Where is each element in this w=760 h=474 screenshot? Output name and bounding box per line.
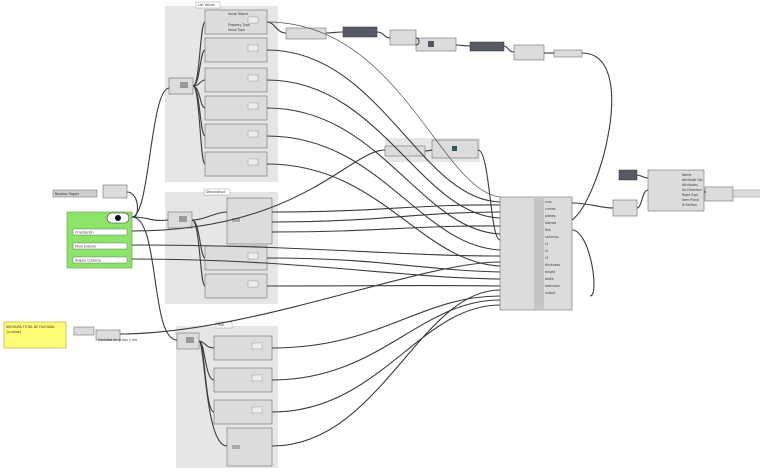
chain-node-2[interactable] [342, 26, 378, 38]
svg-text:columns: columns [545, 235, 559, 239]
input-muro-label: Muro Exterior [75, 245, 97, 249]
wires [119, 21, 707, 447]
svg-text:Value Object: Value Object [228, 12, 249, 16]
mid-node-2[interactable] [431, 139, 479, 159]
group-top-label: List Values [198, 3, 215, 7]
svg-text:thickness: thickness [545, 263, 560, 267]
vo-10[interactable] [213, 367, 273, 393]
svg-text:r2: r2 [545, 249, 548, 253]
svg-text:Attribute Obj: Attribute Obj [682, 178, 703, 182]
vo-labels: Value Object Property Type Value Type [228, 12, 250, 32]
svg-text:crvs: crvs [545, 200, 552, 204]
yellow-panel[interactable] [3, 321, 67, 349]
svg-text:planes: planes [545, 214, 556, 218]
chain-node-4[interactable] [415, 37, 457, 52]
svg-text:r3: r3 [545, 256, 548, 260]
toggle-output-node[interactable] [102, 184, 128, 199]
input-angulo[interactable] [72, 256, 128, 264]
svg-text:Up Direction: Up Direction [682, 188, 702, 192]
svg-text:Name: Name [682, 173, 691, 177]
right-attr-labels: Name Attribute Obj Attributes Up Directi… [682, 173, 703, 207]
svg-text:Right Expl: Right Expl [682, 193, 698, 197]
svg-text:curves: curves [545, 207, 556, 211]
group-top-tag [195, 1, 221, 9]
svg-text:r1: r1 [545, 242, 548, 246]
vo-2[interactable] [204, 37, 268, 63]
vo-9[interactable] [213, 335, 273, 361]
svg-text:output: output [545, 291, 556, 295]
input-angulo-label: Ángulo Cubierta [75, 258, 101, 263]
toggle-dot-icon [115, 215, 121, 221]
main-component[interactable] [499, 196, 573, 311]
boolean-toggle[interactable] [52, 189, 98, 198]
chain-node-7[interactable] [553, 49, 583, 58]
input-muro[interactable] [72, 242, 128, 250]
vo-4[interactable] [204, 95, 268, 121]
svg-text:Item Plane: Item Plane [682, 198, 699, 202]
svg-text:frames: frames [545, 221, 556, 225]
panel-output-node[interactable] [73, 326, 121, 341]
svg-text:Value Type: Value Type [228, 28, 245, 32]
list-item-top[interactable] [168, 77, 194, 95]
right-output-component[interactable] [704, 186, 760, 202]
svg-text:Attributes: Attributes [682, 183, 698, 187]
group-mid-tag [203, 188, 231, 196]
right-attr-component[interactable] [647, 169, 705, 212]
right-list-item[interactable] [612, 199, 638, 217]
yellow-panel-line1: ANCHURA TOTAL DE FACHADA [6, 325, 55, 329]
boolean-toggle-label: Boolean Toggle [55, 192, 79, 196]
svg-text:N Section: N Section [682, 203, 697, 207]
deconstruct-bottom[interactable] [226, 427, 273, 467]
list-item-bottom[interactable] [176, 332, 200, 350]
group-bottom-label: Hull [218, 323, 224, 327]
input-orientacion[interactable] [72, 228, 128, 236]
chain-node-6[interactable] [513, 44, 545, 61]
svg-text:width: width [545, 277, 554, 281]
svg-text:Property Type: Property Type [228, 23, 250, 27]
svg-text:flns: flns [545, 228, 551, 232]
deconstruct-mid[interactable] [226, 197, 273, 245]
main-component-labels: crvs curves planes frames flns columns r… [545, 200, 560, 295]
vo-3[interactable] [204, 67, 268, 93]
chain-node-5[interactable] [469, 41, 505, 52]
vo-11[interactable] [213, 399, 273, 425]
chain-node-1[interactable] [285, 27, 327, 40]
vo-1[interactable] [204, 9, 268, 35]
vo-5[interactable] [204, 123, 268, 149]
right-dark-node[interactable] [618, 169, 638, 181]
svg-text:height: height [545, 270, 556, 274]
chain-node-3[interactable] [389, 29, 417, 46]
bottom-text: Cantidad de grillos y red [98, 338, 137, 342]
vo-7[interactable] [204, 245, 268, 271]
group-mid-label: Deconstruct [206, 190, 226, 194]
yellow-panel-line2: {x-value} [6, 330, 22, 334]
list-item-mid[interactable] [167, 211, 193, 229]
svg-text:extrusion: extrusion [545, 284, 560, 288]
input-orientacion-label: Orientación [75, 231, 94, 235]
vo-8[interactable] [204, 273, 268, 299]
vo-6[interactable] [204, 151, 268, 177]
